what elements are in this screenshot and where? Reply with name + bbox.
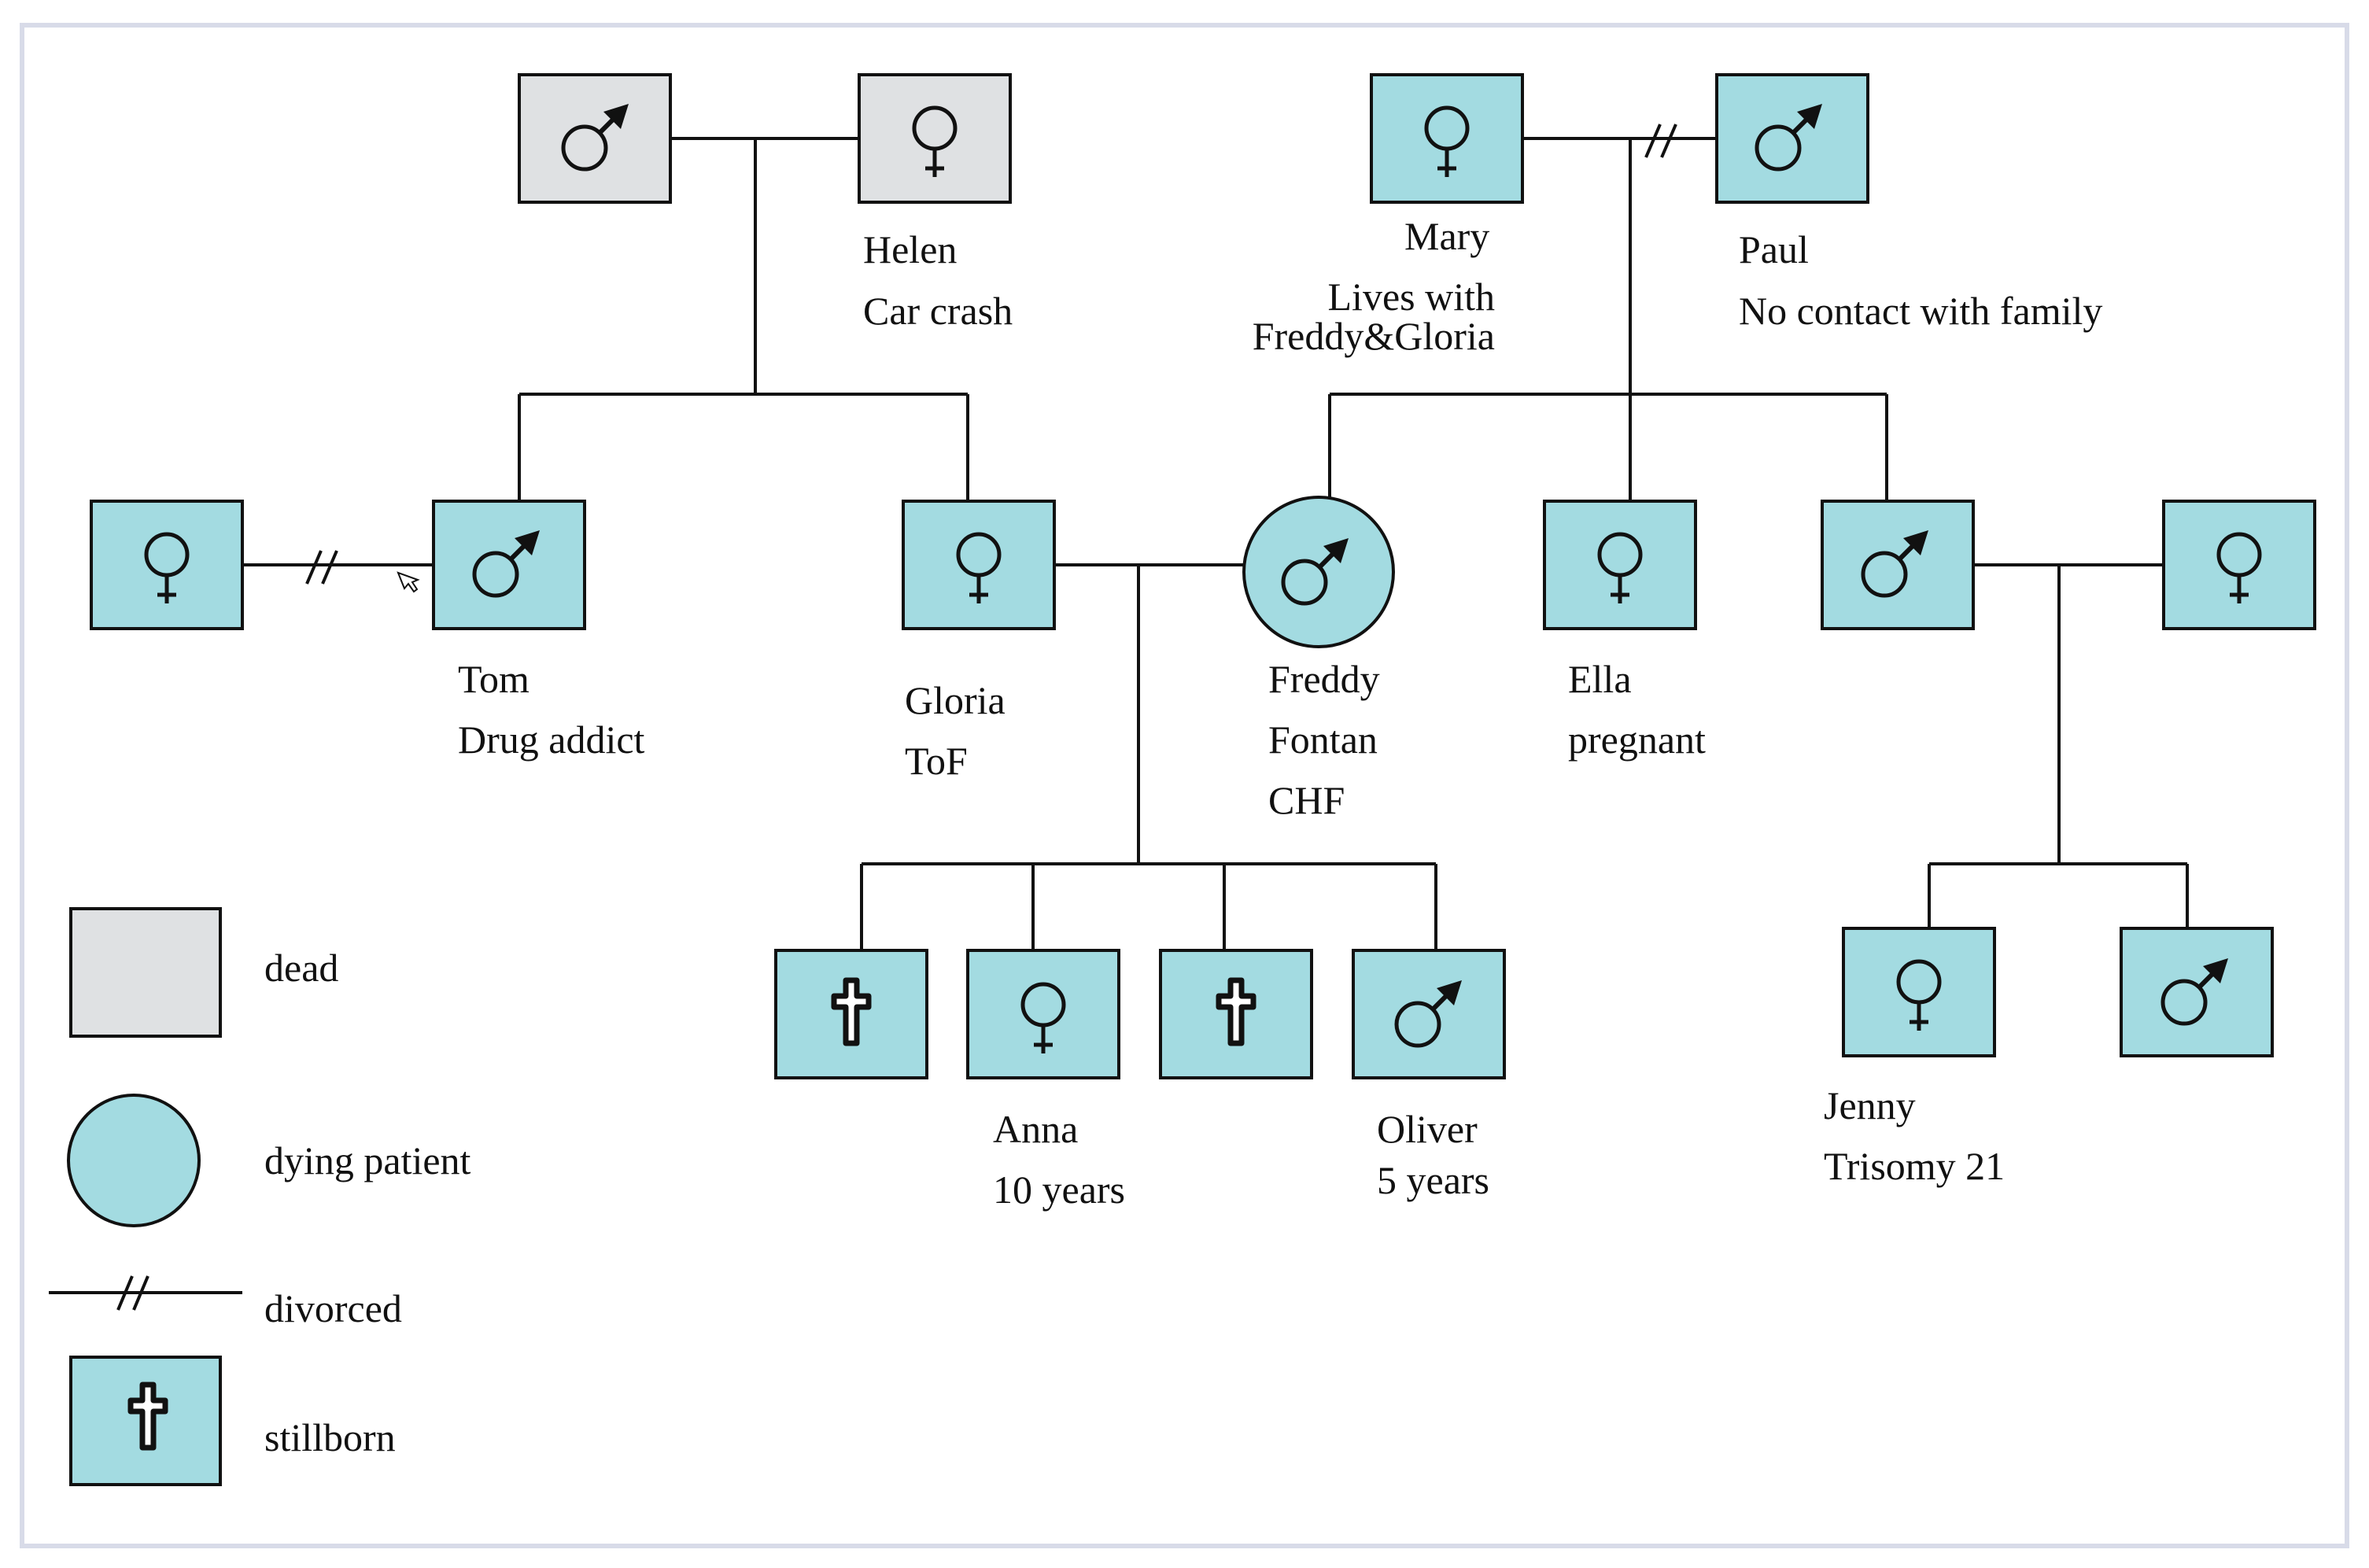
jenny-name: Jenny bbox=[1824, 1083, 1916, 1127]
oliver-box bbox=[1352, 949, 1506, 1079]
legend-dying-swatch bbox=[67, 1094, 201, 1227]
paternal-grandfather-box bbox=[518, 73, 672, 204]
cursor-icon bbox=[397, 571, 420, 593]
tom-ex-wife-box bbox=[90, 500, 244, 630]
freddy-circle bbox=[1242, 496, 1395, 648]
tom-box bbox=[432, 500, 586, 630]
figure-border bbox=[20, 23, 2349, 1548]
divorce-mark-mary-paul bbox=[1644, 124, 1677, 158]
divorce-mark-tom bbox=[305, 550, 338, 585]
brother-box bbox=[1821, 500, 1975, 630]
mary-name: Mary bbox=[1404, 214, 1490, 258]
paul-box bbox=[1715, 73, 1869, 204]
gloria-note: ToF bbox=[905, 739, 968, 783]
helen-box bbox=[858, 73, 1012, 204]
stillborn-2-box bbox=[1159, 949, 1313, 1079]
freddy-note-2: CHF bbox=[1268, 778, 1345, 822]
ella-name: Ella bbox=[1568, 657, 1632, 701]
gloria-box bbox=[902, 500, 1056, 630]
legend-stillborn-swatch bbox=[69, 1356, 222, 1486]
legend-divorced-label: divorced bbox=[264, 1286, 402, 1330]
paul-note: No contact with family bbox=[1739, 289, 2103, 333]
legend-dying-label: dying patient bbox=[264, 1138, 471, 1182]
legend-dead-label: dead bbox=[264, 946, 339, 990]
anna-box bbox=[966, 949, 1120, 1079]
jenny-note: Trisomy 21 bbox=[1824, 1144, 2006, 1188]
ella-box bbox=[1543, 500, 1697, 630]
oliver-name: Oliver bbox=[1377, 1107, 1478, 1151]
legend-dead-swatch bbox=[69, 907, 222, 1038]
legend-divorced-swatch bbox=[49, 1275, 242, 1311]
paul-name: Paul bbox=[1739, 227, 1809, 271]
mary-note: Lives with Freddy&Gloria bbox=[1252, 275, 1495, 358]
freddy-note-1: Fontan bbox=[1268, 718, 1378, 762]
nephew-box bbox=[2120, 927, 2274, 1057]
jenny-box bbox=[1842, 927, 1996, 1057]
tom-name: Tom bbox=[458, 657, 530, 701]
legend bbox=[49, 907, 242, 1486]
freddy-name: Freddy bbox=[1268, 657, 1380, 701]
anna-note: 10 years bbox=[993, 1168, 1125, 1212]
mary-box bbox=[1370, 73, 1524, 204]
family-lines bbox=[242, 137, 2189, 950]
tom-note: Drug addict bbox=[458, 718, 645, 762]
legend-stillborn-label: stillborn bbox=[264, 1415, 396, 1459]
stillborn-1-box bbox=[774, 949, 928, 1079]
ella-note: pregnant bbox=[1568, 718, 1706, 762]
brother-wife-box bbox=[2162, 500, 2316, 630]
helen-name: Helen bbox=[863, 227, 958, 271]
oliver-note: 5 years bbox=[1377, 1158, 1489, 1202]
helen-note: Car crash bbox=[863, 289, 1013, 333]
anna-name: Anna bbox=[993, 1107, 1079, 1151]
gloria-name: Gloria bbox=[905, 678, 1006, 722]
